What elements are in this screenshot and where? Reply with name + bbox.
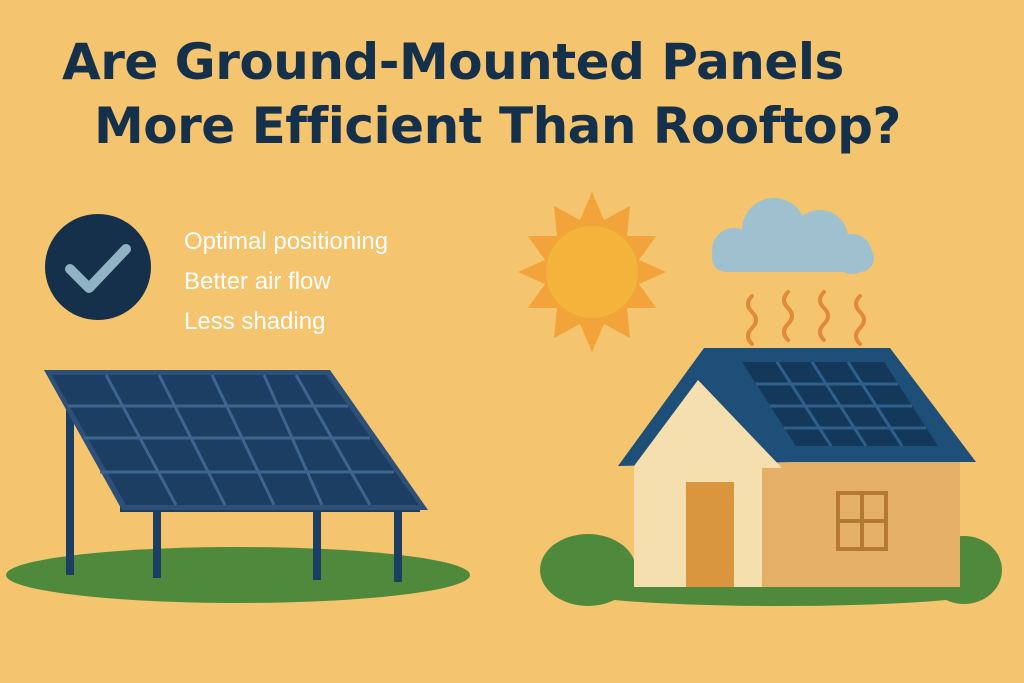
title-line-2: More Efficient Than Rooftop? (94, 97, 901, 155)
sun-icon (518, 192, 666, 352)
page-title: Are Ground-Mounted Panels More Efficient… (0, 30, 1024, 158)
ground-mounted-panel (6, 370, 470, 603)
house-window (836, 491, 888, 551)
check-circle-icon (45, 214, 151, 320)
benefit-item: Optimal positioning (184, 228, 389, 255)
title-line-1: Are Ground-Mounted Panels (62, 33, 844, 91)
benefit-item: Less shading (184, 308, 326, 335)
benefits-list: Optimal positioning Better air flow Less… (184, 222, 388, 342)
benefit-item: Better air flow (184, 268, 331, 295)
house-with-rooftop-panels (540, 348, 1002, 606)
cloud-icon (712, 198, 874, 274)
heat-wave-icon (746, 290, 866, 346)
